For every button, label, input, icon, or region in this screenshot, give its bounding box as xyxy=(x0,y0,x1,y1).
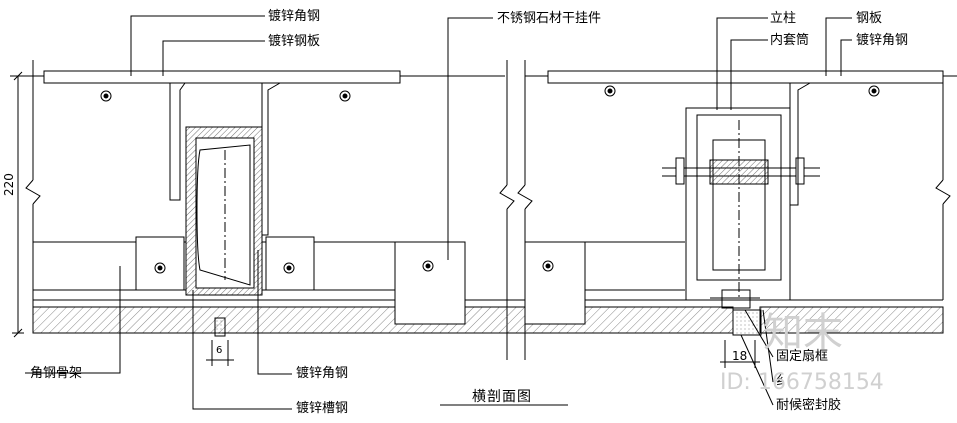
dim-6: 6 xyxy=(216,345,223,356)
watermark-id: ID: 166758154 xyxy=(720,370,884,395)
label-galv-angle-bottom: 镀锌角钢 xyxy=(296,366,349,381)
dim-18: 18 xyxy=(732,349,748,363)
watermark-brand: 知末 xyxy=(763,310,843,356)
label-sealant: 耐候密封胶 xyxy=(776,398,842,413)
label-galv-channel: 镀锌槽钢 xyxy=(296,401,349,416)
bolt-4 xyxy=(868,85,880,97)
bolt-2 xyxy=(339,90,351,102)
bolt-5 xyxy=(154,262,166,274)
top-steel-plate-right xyxy=(547,70,944,84)
bolt-3 xyxy=(604,85,616,97)
label-galv-angle-top-right: 镀锌角钢 xyxy=(856,33,909,48)
label-column: 立柱 xyxy=(770,11,797,26)
drawing-title: 横剖面图 xyxy=(472,389,532,405)
label-galv-angle-top-left: 镀锌角钢 xyxy=(268,9,321,24)
label-inner-sleeve: 内套筒 xyxy=(770,33,810,48)
bolt-1 xyxy=(100,90,112,102)
bolt-6 xyxy=(283,262,295,274)
label-steel-plate: 钢板 xyxy=(856,11,883,26)
bolt-7 xyxy=(422,260,434,272)
top-steel-plate-left xyxy=(43,70,401,84)
label-angle-frame: 角钢骨架 xyxy=(30,366,83,381)
label-galv-plate: 镀锌钢板 xyxy=(268,34,321,49)
bolt-8 xyxy=(542,260,554,272)
dim-220: 220 xyxy=(2,173,16,196)
label-stone-hanger: 不锈钢石材干挂件 xyxy=(497,11,602,26)
label-partial: 纟 xyxy=(776,374,790,389)
label-fixed-sash: 固定扇框 xyxy=(776,349,829,364)
